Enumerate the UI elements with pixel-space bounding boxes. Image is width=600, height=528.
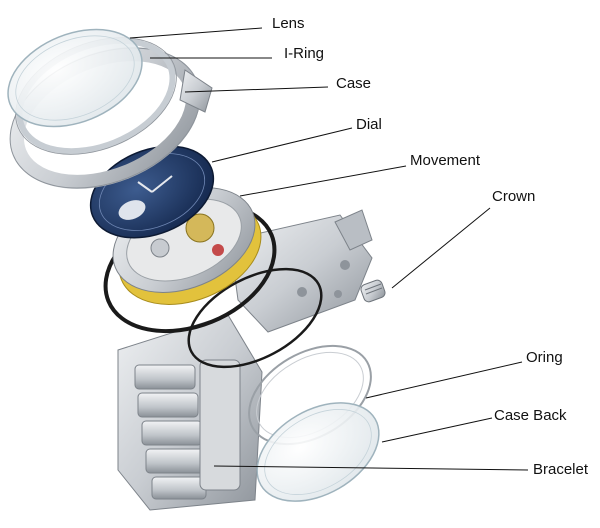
label-crown: Crown bbox=[492, 188, 536, 205]
label-dial: Dial bbox=[356, 116, 382, 133]
label-lens: Lens bbox=[272, 15, 305, 32]
leader-lens bbox=[129, 27, 263, 39]
label-case: Case bbox=[336, 75, 372, 92]
label-oring: Oring bbox=[526, 349, 563, 366]
leader-dial bbox=[211, 127, 353, 163]
leader-oring bbox=[365, 361, 523, 399]
label-i-ring: I-Ring bbox=[284, 45, 325, 62]
label-case-back: Case Back bbox=[494, 407, 567, 424]
label-bracelet: Bracelet bbox=[533, 461, 589, 478]
leader-crown bbox=[391, 207, 491, 289]
leader-case bbox=[184, 86, 329, 93]
leader-lines bbox=[129, 27, 529, 471]
leader-bracelet bbox=[213, 465, 529, 471]
lens bbox=[7, 28, 143, 128]
case-body bbox=[229, 209, 373, 333]
bracelet bbox=[117, 314, 263, 511]
leader-caseback bbox=[381, 417, 493, 443]
leader-movement bbox=[239, 165, 407, 197]
case-back bbox=[256, 402, 380, 502]
label-movement: Movement bbox=[410, 152, 481, 169]
crown bbox=[360, 279, 386, 303]
